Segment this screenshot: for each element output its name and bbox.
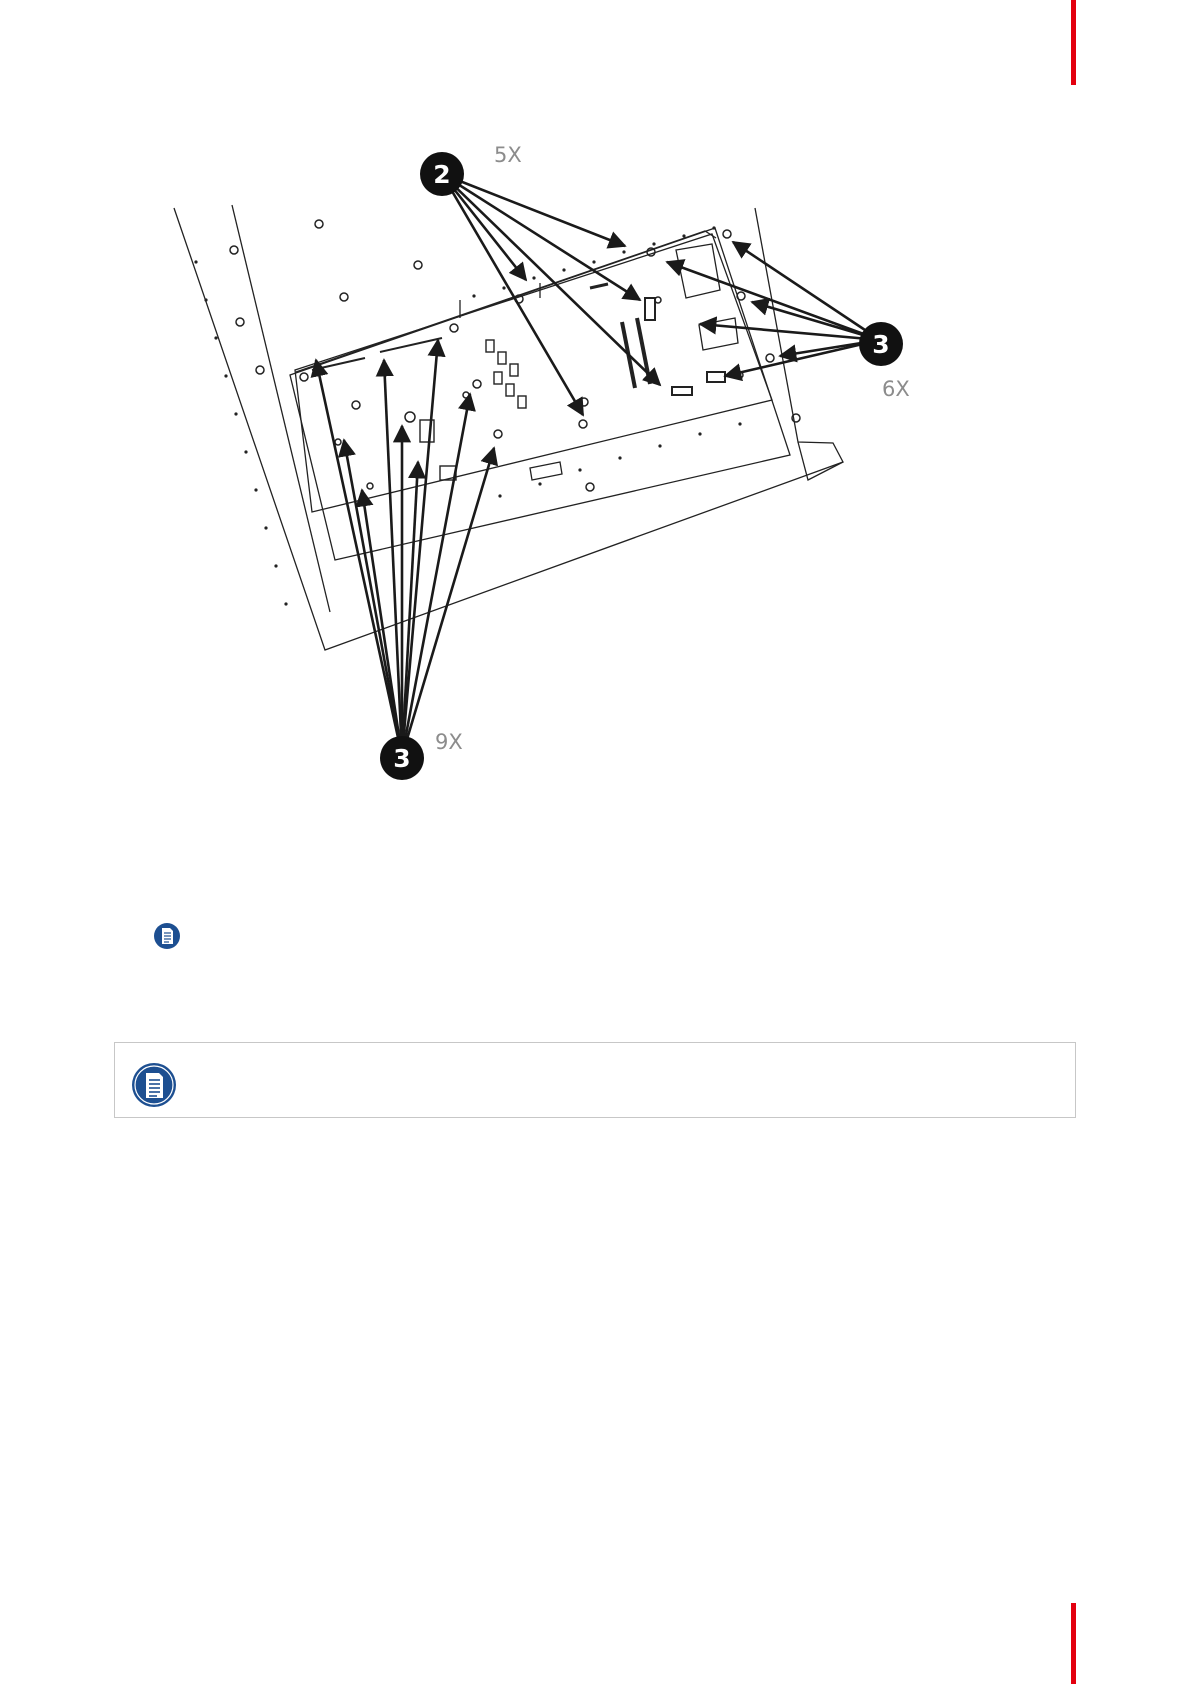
page-edge-marker-bottom <box>1071 1603 1076 1684</box>
callout-3-bottom-number: 3 <box>393 744 410 773</box>
note-icon <box>154 923 180 949</box>
callout-2-quantity: 5X <box>494 143 522 167</box>
note-box <box>114 1042 1076 1118</box>
callout-arrows <box>316 174 880 756</box>
callout-2-marker: 2 5X <box>420 143 522 196</box>
callout-2-number: 2 <box>433 160 450 189</box>
panel-details <box>312 284 725 480</box>
callout-3-right-quantity: 6X <box>882 377 910 401</box>
note-icon <box>132 1063 176 1107</box>
device-outline <box>174 205 843 650</box>
callout-3-right-number: 3 <box>872 330 889 359</box>
callout-3-bottom-marker: 3 9X <box>380 730 463 780</box>
technical-drawing: 2 5X 3 6X 3 9X <box>0 0 1191 820</box>
callout-3-right-marker: 3 6X <box>859 322 910 401</box>
rivet-dots <box>194 226 741 605</box>
callout-3-bottom-quantity: 9X <box>435 730 463 754</box>
